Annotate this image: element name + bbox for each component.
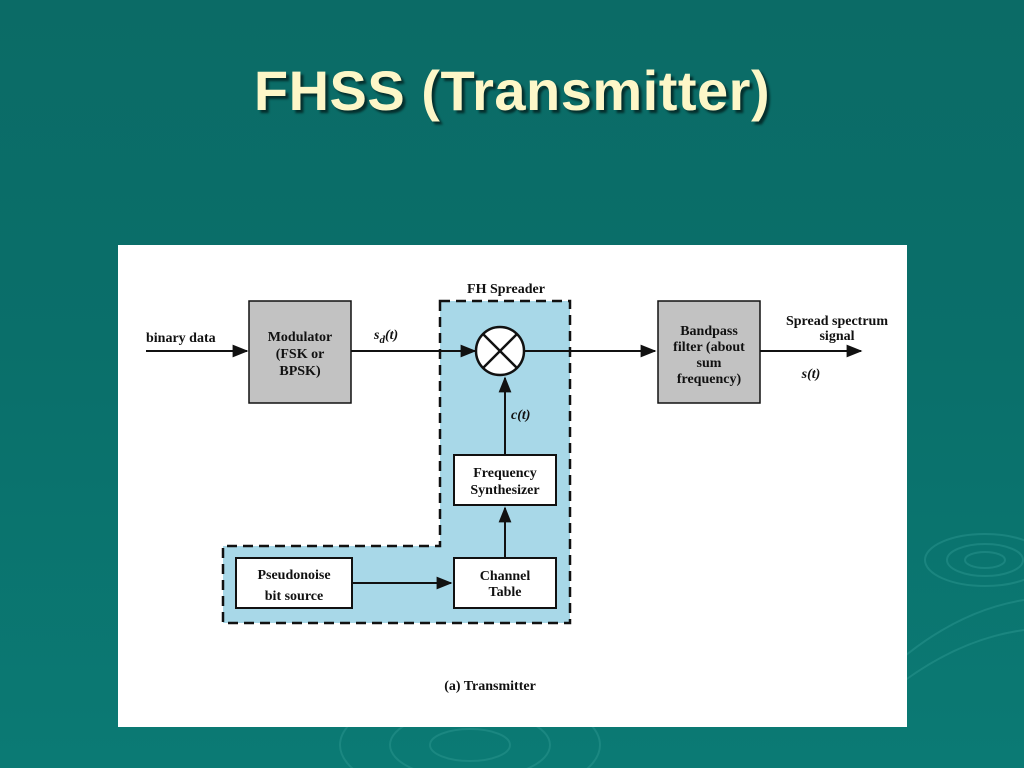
mixer-symbol — [474, 325, 526, 377]
ct-label: c(t) — [511, 408, 530, 423]
frequency-synthesizer-block — [453, 454, 557, 506]
modulator-line-3: BPSK) — [279, 364, 321, 379]
st-label: s(t) — [801, 367, 821, 382]
output-label-line-1: Spread spectrum — [786, 314, 888, 329]
fhss-transmitter-diagram: FH Spreader Modulator (FSK or BPSK) bina… — [146, 282, 888, 694]
modulator-line-2: (FSK or — [276, 347, 325, 362]
bandpass-line-3: sum — [697, 356, 722, 371]
diagram-panel: FH Spreader Modulator (FSK or BPSK) bina… — [118, 245, 907, 727]
freq-synth-line-1: Frequency — [473, 466, 537, 481]
bandpass-line-2: filter (about — [673, 340, 745, 355]
bandpass-line-4: frequency) — [677, 372, 742, 387]
output-label-line-2: signal — [819, 329, 854, 344]
slide-title: FHSS (Transmitter) — [253, 59, 771, 122]
pn-source-line-1: Pseudonoise — [257, 568, 330, 583]
sd-label: sd(t) — [373, 328, 398, 346]
bandpass-filter-block — [657, 300, 761, 404]
pn-source-line-2: bit source — [265, 589, 323, 604]
diagram-caption: (a) Transmitter — [444, 679, 536, 694]
fh-spreader-region — [221, 299, 572, 625]
modulator-line-1: Modulator — [268, 330, 333, 345]
fh-spreader-label: FH Spreader — [467, 282, 545, 297]
freq-synth-line-2: Synthesizer — [470, 483, 539, 498]
channel-table-line-2: Table — [489, 585, 522, 600]
channel-table-line-1: Channel — [480, 569, 531, 584]
channel-table-block — [453, 557, 557, 609]
bandpass-line-1: Bandpass — [680, 324, 738, 339]
input-label: binary data — [146, 331, 216, 346]
